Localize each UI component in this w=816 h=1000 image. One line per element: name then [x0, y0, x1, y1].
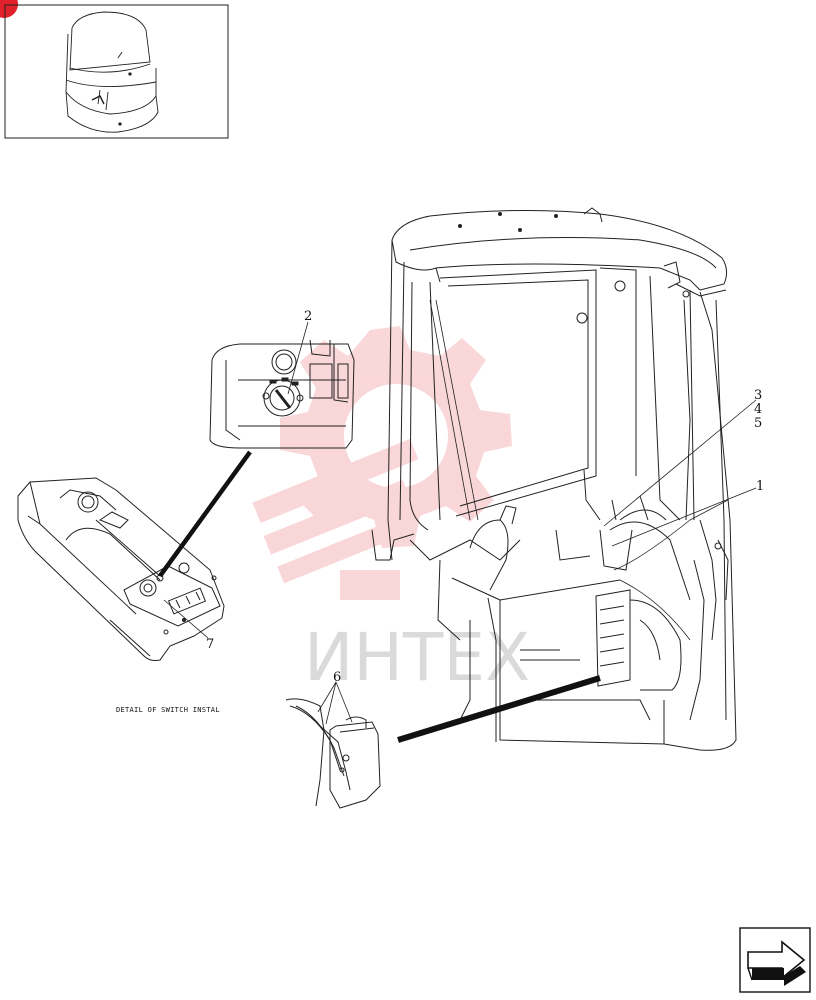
callout-7: 7	[206, 637, 214, 652]
callout-6: 6	[333, 670, 341, 685]
next-page-arrow-icon[interactable]	[739, 927, 811, 993]
callout-3: 3	[754, 388, 762, 403]
detail-caption: DETAIL OF SWITCH INSTAL	[116, 706, 220, 714]
callout-5: 5	[754, 416, 762, 431]
cab-assembly	[371, 207, 737, 751]
armrest-console-view	[17, 477, 225, 661]
switch-detail-view	[209, 339, 355, 449]
callout-4: 4	[754, 402, 762, 417]
callout-leaders	[163, 321, 757, 725]
washer-reservoir-view	[285, 698, 381, 809]
leader-bar-switch	[158, 450, 252, 578]
watermark-logo	[252, 326, 512, 600]
callout-1: 1	[756, 479, 764, 494]
callout-2: 2	[304, 309, 312, 324]
watermark-text: ИНТЕХ	[304, 619, 530, 696]
leader-bar-reservoir	[397, 675, 601, 743]
thumbnail-view	[4, 4, 229, 139]
corner-marker	[0, 0, 18, 18]
